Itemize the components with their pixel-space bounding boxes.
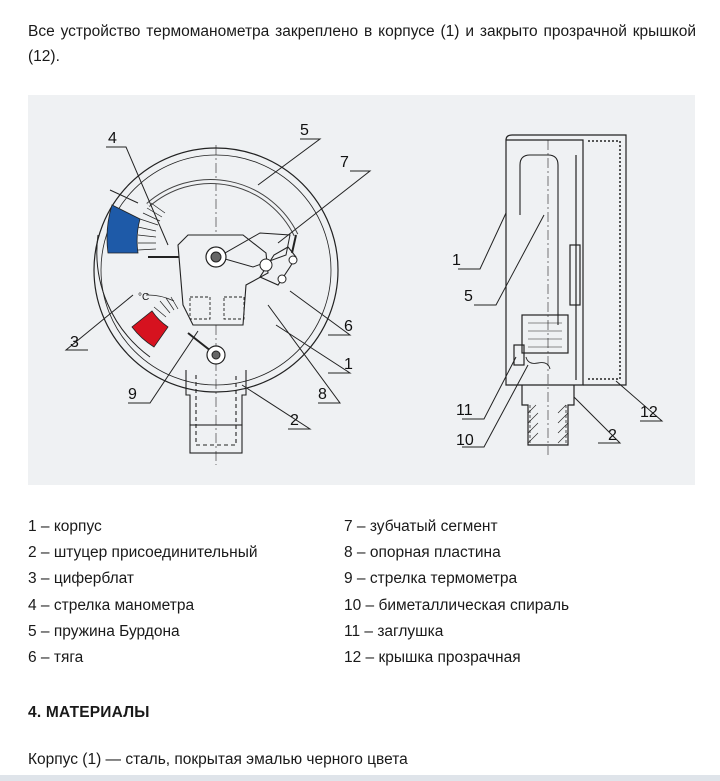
- legend-item: 6 – тяга: [28, 649, 84, 667]
- legend-item: 8 – опорная пластина: [344, 544, 501, 562]
- legend-item: 3 – циферблат: [28, 570, 134, 588]
- intro-paragraph: Все устройство термоманометра закреплено…: [28, 23, 696, 65]
- callout-side-11: 11: [456, 402, 473, 419]
- callout-leaders: [64, 138, 664, 448]
- callout-side-10: 10: [456, 432, 474, 449]
- bottom-strip: [0, 775, 720, 781]
- side-view: [505, 134, 627, 455]
- legend-item: 1 – корпус: [28, 518, 102, 535]
- callout-front-1: 1: [344, 356, 353, 373]
- toothed-segment: [216, 232, 291, 268]
- legend-column-left: 1 – корпус 2 – штуцер присоединительный …: [28, 514, 258, 671]
- legend-item: 12 – крышка прозрачная: [344, 649, 521, 667]
- legend-item: 10 – биметаллическая спираль: [344, 596, 570, 614]
- upper-scale-ticks: [137, 202, 166, 251]
- thermomanometer-diagram: °C: [28, 95, 695, 485]
- callout-front-7: 7: [340, 154, 349, 171]
- legend-item: 11 – заглушка: [344, 622, 444, 640]
- celsius-label: °C: [138, 292, 149, 303]
- callout-front-9: 9: [128, 386, 137, 403]
- fitting-hatch: [527, 404, 569, 444]
- callout-front-5: 5: [300, 122, 309, 139]
- callout-front-3: 3: [70, 334, 79, 351]
- callout-front-8: 8: [318, 386, 327, 403]
- fitting-front: [185, 370, 247, 454]
- blue-scale: [106, 204, 141, 254]
- materials-line: Корпус (1) — сталь, покрытая эмалью черн…: [28, 751, 408, 768]
- support-plate: [177, 234, 269, 326]
- callout-side-12: 12: [640, 404, 658, 421]
- red-scale: [131, 310, 169, 348]
- callout-front-4: 4: [108, 130, 117, 147]
- legend-item: 5 – пружина Бурдона: [28, 622, 180, 640]
- callout-side-1: 1: [452, 252, 461, 269]
- legend-column-right: 7 – зубчатый сегмент 8 – опорная пластин…: [344, 514, 569, 671]
- legend-item: 2 – штуцер присоединительный: [28, 544, 258, 562]
- section-heading: 4. МАТЕРИАЛЫ: [28, 704, 150, 721]
- diagram-svg: °C: [64, 122, 664, 465]
- callout-front-2: 2: [290, 412, 299, 429]
- callout-front-6: 6: [344, 318, 353, 335]
- callout-side-2: 2: [608, 427, 617, 444]
- legend-item: 9 – стрелка термометра: [344, 570, 518, 588]
- callout-side-5: 5: [464, 288, 473, 305]
- legend-item: 7 – зубчатый сегмент: [344, 518, 498, 535]
- legend-item: 4 – стрелка манометра: [28, 596, 195, 614]
